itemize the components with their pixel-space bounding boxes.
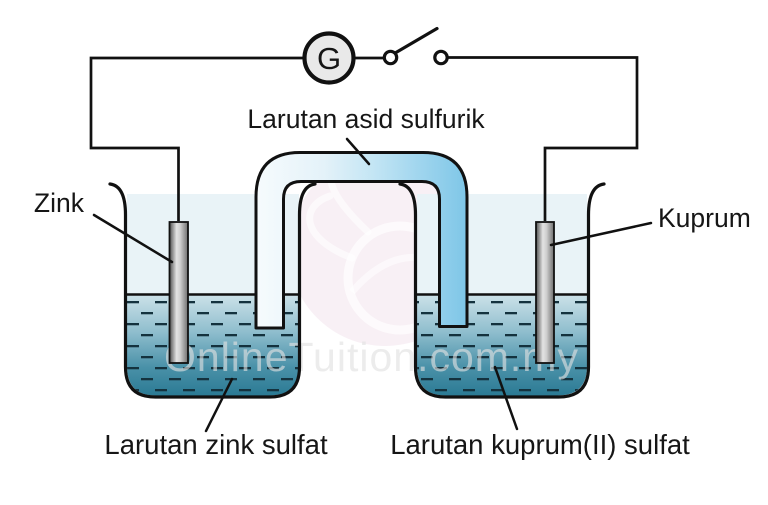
copper-solution-label: Larutan kuprum(II) sulfat	[390, 429, 690, 460]
zinc-solution-pointer	[204, 377, 234, 433]
switch-terminal-right	[433, 49, 449, 66]
copper-electrode	[535, 221, 555, 364]
switch-open	[382, 26, 449, 66]
salt-bridge-label: Larutan asid sulfurik	[247, 104, 485, 134]
zinc-solution-label: Larutan zink sulfat	[104, 429, 328, 460]
copper-solution-pointer	[493, 365, 519, 431]
pointer-lines	[92, 137, 653, 433]
wire-left	[89, 56, 304, 221]
watermark-text: OnlineTuition.com.my	[164, 334, 579, 380]
left-beaker-outline	[108, 182, 317, 399]
wire-right	[447, 56, 639, 221]
switch-terminal-left	[382, 49, 399, 66]
salt-bridge-tube	[254, 151, 469, 330]
galvanometer-label: G	[317, 41, 341, 76]
switch-lever	[394, 26, 439, 55]
zinc-pointer	[92, 213, 174, 264]
galvanometer: G	[302, 31, 356, 85]
copper-label: Kuprum	[658, 203, 751, 233]
salt-bridge-pointer	[345, 137, 371, 166]
galvanometer-body	[302, 31, 356, 85]
zinc-label: Zink	[34, 188, 85, 218]
right-beaker-outline	[398, 182, 606, 399]
copper-pointer	[549, 221, 653, 247]
zinc-electrode	[168, 221, 189, 364]
